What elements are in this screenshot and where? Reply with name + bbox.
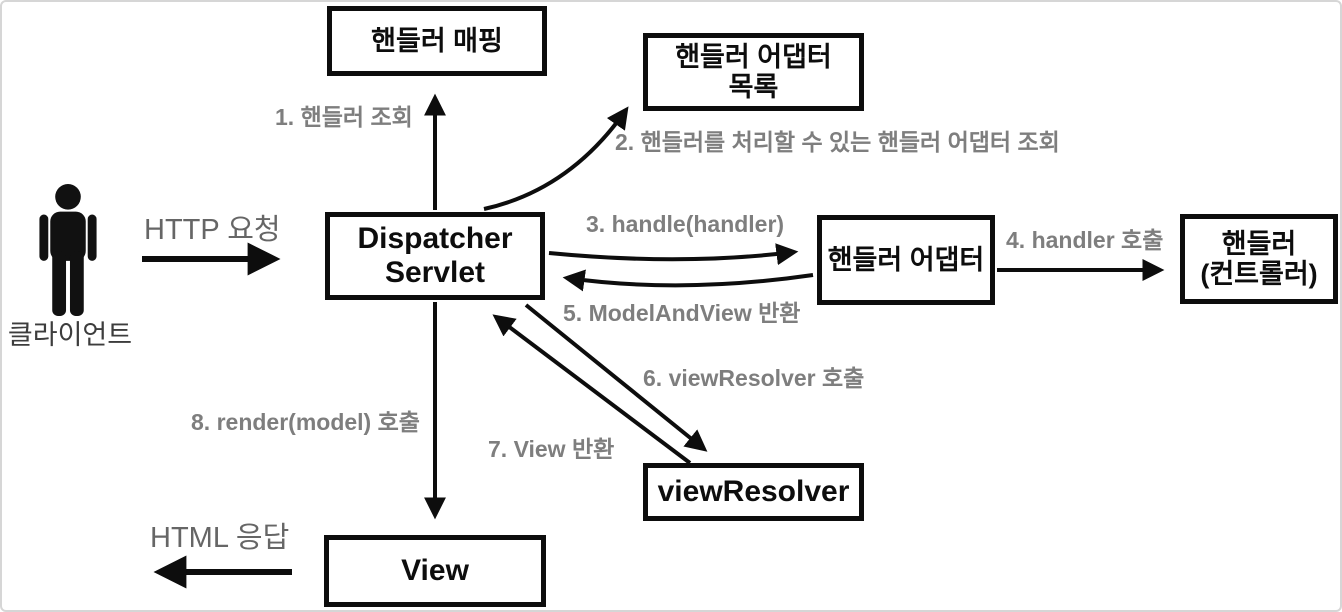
node-handler-mapping-label: 핸들러 매핑 xyxy=(371,25,503,56)
client-label: 클라이언트 xyxy=(7,320,133,350)
node-handler-adapter: 핸들러 어댑터 xyxy=(817,215,995,305)
node-handler-adapter-label: 핸들러 어댑터 xyxy=(827,244,985,275)
http-request-label: HTTP 요청 xyxy=(144,214,281,246)
step2-label: 2. 핸들러를 처리할 수 있는 핸들러 어댑터 조회 xyxy=(615,129,1060,155)
node-handler-adapter-list-line1: 핸들러 어댑터 xyxy=(675,41,832,72)
node-view-label: View xyxy=(401,554,469,588)
step4-label: 4. handler 호출 xyxy=(1006,227,1164,253)
step1-label: 1. 핸들러 조회 xyxy=(275,104,413,130)
node-handler-controller-line2: (컨트롤러) xyxy=(1200,259,1318,289)
step7-label: 7. View 반환 xyxy=(488,436,615,462)
arrow-step7 xyxy=(492,314,692,465)
step5-label: 5. ModelAndView 반환 xyxy=(563,300,801,326)
node-dispatcher-servlet-line1: Dispatcher xyxy=(357,222,513,256)
step6-label: 6. viewResolver 호출 xyxy=(643,365,865,391)
client-person-icon xyxy=(33,184,103,317)
node-view-resolver: viewResolver xyxy=(643,463,864,521)
step3-label: 3. handle(handler) xyxy=(586,211,785,237)
arrow-step5 xyxy=(562,269,814,292)
step8-label: 8. render(model) 호출 xyxy=(191,409,420,435)
arrow-step2 xyxy=(483,106,629,211)
node-view-resolver-label: viewResolver xyxy=(657,475,850,509)
node-dispatcher-servlet: Dispatcher Servlet xyxy=(325,212,545,300)
arrow-step6 xyxy=(524,303,708,452)
node-handler-controller-line1: 핸들러 xyxy=(1221,228,1297,259)
node-handler-adapter-list: 핸들러 어댑터 목록 xyxy=(643,33,864,111)
node-handler-adapter-list-line2: 목록 xyxy=(728,72,779,102)
node-view: View xyxy=(324,535,546,607)
html-response-label: HTML 응답 xyxy=(150,522,290,554)
node-handler-controller: 핸들러 (컨트롤러) xyxy=(1180,214,1338,304)
arrow-step3 xyxy=(548,243,799,266)
node-dispatcher-servlet-line2: Servlet xyxy=(384,256,486,289)
node-handler-mapping: 핸들러 매핑 xyxy=(327,6,547,76)
